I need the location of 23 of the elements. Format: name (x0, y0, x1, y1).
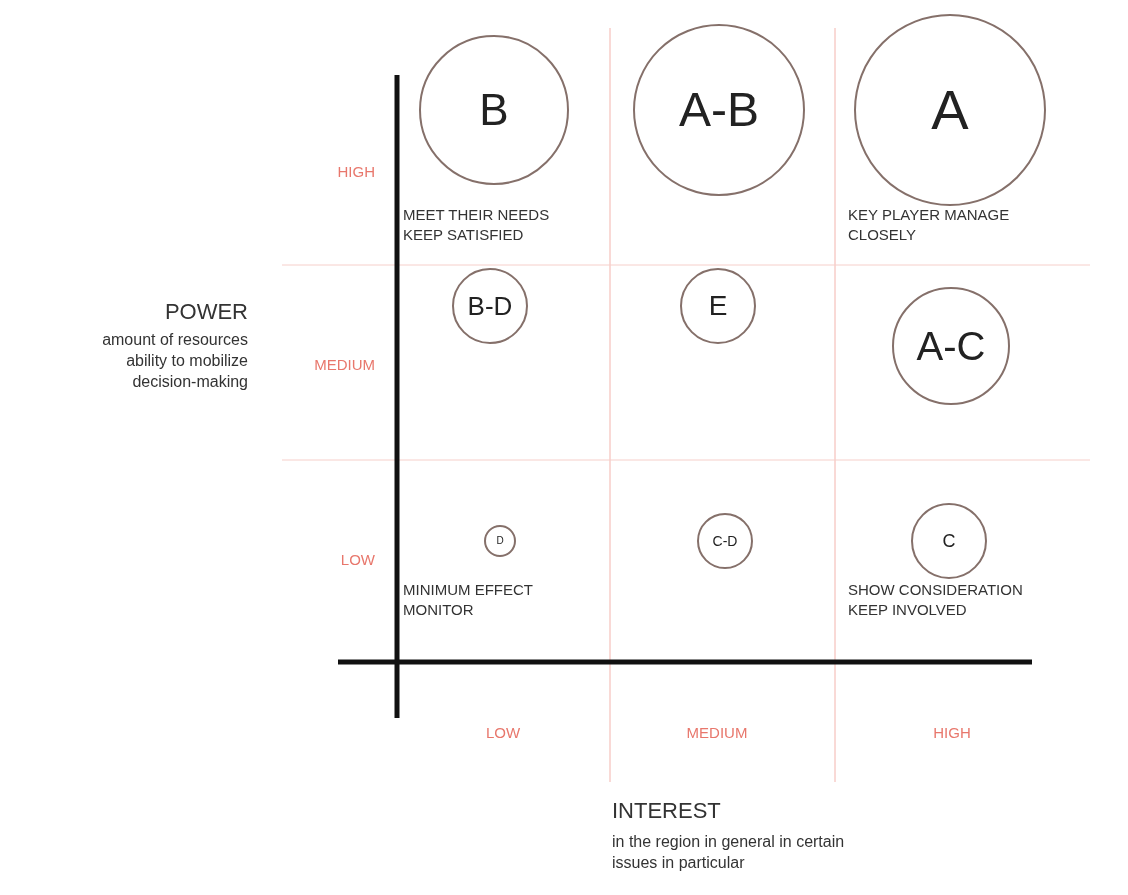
axis-tick-label: HIGH (336, 162, 375, 182)
stakeholder-circle: A-B (633, 24, 805, 196)
axis-description: amount of resources ability to mobilize decision-making (101, 330, 248, 392)
axis-tick-label: MEDIUM (685, 723, 749, 743)
axis-title: INTEREST (612, 797, 722, 825)
stakeholder-circle: C (911, 503, 987, 579)
stakeholder-circle: D (484, 525, 516, 557)
axis-description: in the region in general in certain issues in particular (612, 832, 846, 873)
quadrant-note: MEET THEIR NEEDS KEEP SATISFIED (403, 205, 551, 244)
stakeholder-circle: B (419, 35, 569, 185)
stakeholder-circle: A-C (892, 287, 1010, 405)
quadrant-note: SHOW CONSIDERATION KEEP INVOLVED (848, 580, 1024, 619)
stakeholder-circle: E (680, 268, 756, 344)
stakeholder-circle: A (854, 14, 1046, 206)
axis-tick-label: MEDIUM (313, 355, 375, 375)
axis-tick-label: LOW (484, 723, 522, 743)
quadrant-note: MINIMUM EFFECT MONITOR (403, 580, 534, 619)
axis-tick-label: LOW (339, 550, 375, 570)
stakeholder-circle: C-D (697, 513, 753, 569)
quadrant-note: KEY PLAYER MANAGE CLOSELY (848, 205, 1011, 244)
axis-title: POWER (163, 298, 248, 326)
axis-tick-label: HIGH (932, 723, 972, 743)
stakeholder-circle: B-D (452, 268, 528, 344)
